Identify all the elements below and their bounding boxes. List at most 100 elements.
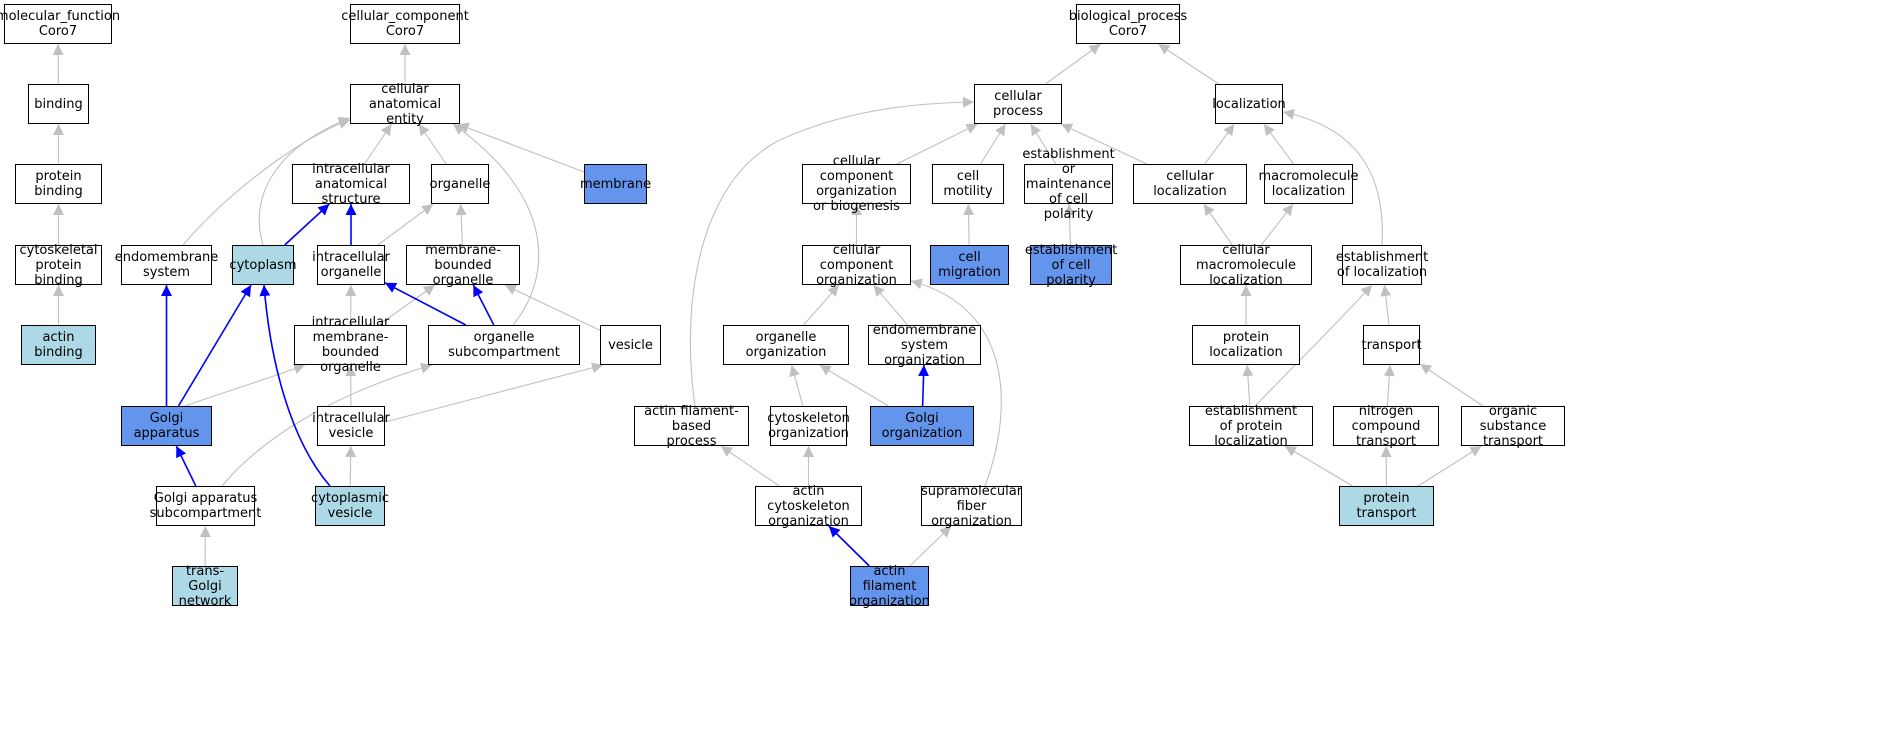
edge-cloc-to-cp xyxy=(1060,123,1148,165)
edge-go-to-eso xyxy=(918,364,930,407)
node-go: Golgi organization xyxy=(870,406,974,446)
node-ccob: cellular component organization or bioge… xyxy=(802,154,911,214)
edge-iv-to-vesicle xyxy=(384,362,604,423)
node-cytov: cytoplasmic vesicle xyxy=(311,486,389,526)
node-io: intracellular organelle xyxy=(312,245,390,285)
node-eloc: establishment of localization xyxy=(1336,245,1428,285)
edge-loc-to-bp xyxy=(1157,43,1220,85)
edge-afo-to-sfo xyxy=(909,525,952,567)
edge-afo-to-aco xyxy=(828,525,870,567)
edge-nct-to-transport xyxy=(1383,364,1395,407)
node-gas: Golgi apparatus subcompartment xyxy=(150,486,261,526)
edge-cytoplasm-to-ias xyxy=(284,203,330,246)
node-ias: intracellular anatomical structure xyxy=(292,162,410,207)
node-transport: transport xyxy=(1361,325,1422,365)
node-cytoplasm: cytoplasm xyxy=(229,245,297,285)
node-pt: protein transport xyxy=(1339,486,1434,526)
edge-oo-to-cco xyxy=(803,284,840,326)
node-cmot: cell motility xyxy=(932,164,1004,204)
edge-ccob-to-cp xyxy=(896,123,978,165)
edge-membrane-to-cae xyxy=(457,122,585,173)
node-membrane: membrane xyxy=(580,164,651,204)
edge-ias-to-cae xyxy=(364,123,392,165)
edge-pt-to-ost xyxy=(1417,445,1482,487)
edge-io-to-organelle xyxy=(377,203,434,246)
edge-gas-to-golgi xyxy=(175,445,197,487)
node-cytoskeletal-pb: cytoskeletal protein binding xyxy=(15,243,102,288)
edge-endomembrane-to-cae xyxy=(182,118,351,246)
node-afbp: actin filament-based process xyxy=(634,404,749,449)
node-mf: molecular_function Coro7 xyxy=(0,4,120,44)
edge-mloc-to-loc xyxy=(1263,123,1295,165)
node-cmloc: cellular macromolecule localization xyxy=(1180,243,1312,288)
edge-cmloc-to-mloc xyxy=(1260,203,1294,246)
node-afo: actin filament organization xyxy=(849,563,930,609)
node-vesicle: vesicle xyxy=(600,325,661,365)
edge-epl-to-eloc xyxy=(1254,284,1373,407)
node-protein-binding: protein binding xyxy=(15,164,102,204)
node-cc: cellular_component Coro7 xyxy=(341,4,469,44)
node-golgi: Golgi apparatus xyxy=(121,406,212,446)
edge-transport-to-eloc xyxy=(1380,284,1392,326)
node-aco: actin cytoskeleton organization xyxy=(755,484,862,529)
node-cae: cellular anatomical entity xyxy=(350,82,460,127)
edge-cytoplasm-to-cae xyxy=(258,116,351,246)
edge-cmig-to-cmot xyxy=(963,203,975,246)
node-emcp: establishment or maintenance of cell pol… xyxy=(1022,146,1115,222)
edge-gas-to-osub xyxy=(221,362,433,487)
edge-vesicle-to-mbo xyxy=(504,284,601,331)
edge-epl-to-ploc xyxy=(1242,364,1254,407)
node-ost: organic substance transport xyxy=(1461,404,1565,449)
node-osub: organelle subcompartment xyxy=(428,325,580,365)
node-organelle: organelle xyxy=(430,164,490,204)
node-cloc: cellular localization xyxy=(1133,164,1247,204)
node-actin-binding: actin binding xyxy=(21,325,96,365)
edge-osub-to-io xyxy=(384,282,467,326)
edge-pt-to-epl xyxy=(1284,445,1353,487)
node-ploc: protein localization xyxy=(1192,325,1300,365)
edge-cmloc-to-cloc xyxy=(1203,203,1233,246)
node-binding: binding xyxy=(28,84,89,124)
node-mbo: membrane-bounded organelle xyxy=(406,243,520,288)
node-cso: cytoskeleton organization xyxy=(767,406,850,446)
node-bp: biological_process Coro7 xyxy=(1069,4,1187,44)
edge-afbp-to-cp xyxy=(689,96,975,407)
node-epl: establishment of protein localization xyxy=(1189,404,1313,449)
edge-ecp-to-emcp xyxy=(1063,203,1075,246)
node-cp: cellular process xyxy=(974,84,1062,124)
edge-eso-to-cco xyxy=(873,284,908,326)
edge-aco-to-afbp xyxy=(720,445,780,487)
edge-ost-to-transport xyxy=(1419,363,1484,407)
node-oo: organelle organization xyxy=(723,325,849,365)
edge-osub-to-cae xyxy=(452,123,540,326)
node-sfo: supramolecular fiber organization xyxy=(920,483,1023,529)
edge-cp-to-bp xyxy=(1045,43,1101,85)
node-loc: localization xyxy=(1212,84,1286,124)
edge-sfo-to-cco xyxy=(910,278,1002,487)
edge-organelle-to-cae xyxy=(418,123,447,165)
edge-cytov-to-iv xyxy=(345,445,357,487)
node-nct: nitrogen compound transport xyxy=(1333,404,1439,449)
node-iv: intracellular vesicle xyxy=(312,406,390,446)
node-endomembrane: endomembrane system xyxy=(115,245,218,285)
edge-imbo-to-mbo xyxy=(378,284,436,326)
node-cco: cellular component organization xyxy=(802,243,911,288)
edge-golgi-to-imbo xyxy=(184,363,306,407)
node-imbo: intracellular membrane-bounded organelle xyxy=(294,315,407,375)
node-cmig: cell migration xyxy=(930,245,1009,285)
edge-osub-to-mbo xyxy=(472,284,495,326)
edge-mbo-to-organelle xyxy=(455,203,467,246)
edge-eloc-to-loc xyxy=(1282,108,1383,246)
node-tgn: trans-Golgi network xyxy=(172,564,238,609)
edge-cloc-to-loc xyxy=(1204,123,1235,165)
edge-emcp-to-cp xyxy=(1030,123,1057,165)
edge-cmot-to-cp xyxy=(980,123,1006,165)
node-ecp: establishment of cell polarity xyxy=(1024,242,1118,288)
edge-cso-to-oo xyxy=(789,364,804,407)
edge-go-to-oo xyxy=(819,364,889,407)
edge-cytov-to-cytoplasm xyxy=(259,284,331,487)
edge-golgi-to-cytoplasm xyxy=(177,284,252,407)
node-eso: endomembrane system organization xyxy=(868,323,981,368)
